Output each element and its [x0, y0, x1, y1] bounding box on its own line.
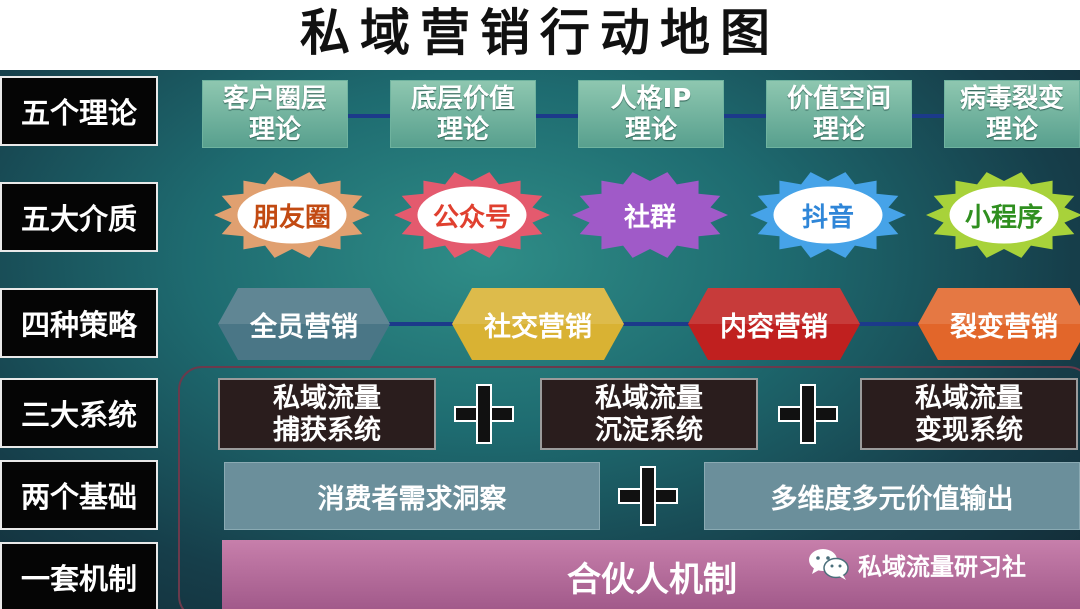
hexagon-fill [918, 288, 1080, 360]
star-badge-shape [394, 172, 550, 258]
star-badge-shape [926, 172, 1080, 258]
strategy-label: 内容营销 [720, 311, 828, 343]
hexagon-fill [688, 288, 860, 360]
star-badge-shape [750, 172, 906, 258]
strategy-hexagon: 全员营销 [218, 288, 390, 360]
star-center [770, 183, 886, 247]
strategy-label: 社交营销 [484, 311, 592, 343]
theory-line2: 理论 [985, 115, 1038, 145]
theory-line1: 客户圈层 [222, 84, 327, 114]
media-star: 小程序 [924, 170, 1080, 260]
star-center [592, 183, 708, 247]
theory-box: 人格IP 理论 [578, 80, 724, 148]
row-label-theories: 五个理论 [0, 76, 158, 146]
strategy-label: 裂变营销 [950, 311, 1058, 343]
strategy-hexagon: 裂变营销 [918, 288, 1080, 360]
star-badge-shape [572, 172, 728, 258]
star-badge-shape [214, 172, 370, 258]
hexagon-highlight [918, 288, 1080, 324]
star-center [414, 183, 530, 247]
hexagon-fill [218, 288, 390, 360]
theory-box: 病毒裂变 理论 [944, 80, 1080, 148]
theory-line1: 人格IP [610, 84, 692, 114]
row-label-foundations: 两个基础 [0, 460, 158, 530]
media-star: 公众号 [392, 170, 552, 260]
system-line1: 私域流量 [595, 383, 703, 414]
system-line1: 私域流量 [915, 383, 1023, 414]
wechat-icon [808, 547, 850, 581]
watermark-text: 私域流量研习社 [858, 552, 1026, 581]
system-box: 私域流量 捕获系统 [218, 378, 436, 450]
systems-frame [178, 366, 1080, 609]
hexagon-shape [918, 288, 1080, 360]
media-label: 朋友圈 [252, 202, 331, 233]
media-star: 社群 [570, 170, 730, 260]
system-box: 私域流量 变现系统 [860, 378, 1078, 450]
diagram-canvas: 五个理论 五大介质 四种策略 三大系统 两个基础 一套机制 客户圈层 理论 底层… [0, 70, 1080, 609]
row-label-strategies: 四种策略 [0, 288, 158, 358]
theory-line2: 理论 [624, 115, 677, 145]
row-label-media: 五大介质 [0, 182, 158, 252]
strategy-hexagon: 内容营销 [688, 288, 860, 360]
media-label: 公众号 [432, 202, 511, 233]
hexagon-fill [452, 288, 624, 360]
media-star: 朋友圈 [212, 170, 372, 260]
watermark: 私域流量研习社 [808, 544, 1026, 584]
theory-line2: 理论 [248, 115, 301, 145]
hexagon-highlight [688, 288, 860, 324]
hexagon-shape [688, 288, 860, 360]
theory-box: 客户圈层 理论 [202, 80, 348, 148]
row-label-mechanism: 一套机制 [0, 542, 158, 609]
plus-icon [454, 384, 514, 444]
theory-line1: 价值空间 [786, 84, 891, 114]
theory-line1: 病毒裂变 [959, 84, 1064, 114]
system-box: 私域流量 沉淀系统 [540, 378, 758, 450]
page-title: 私域营销行动地图 [0, 0, 1080, 70]
row-label-systems: 三大系统 [0, 378, 158, 448]
theory-box: 底层价值 理论 [390, 80, 536, 148]
theory-line2: 理论 [812, 115, 865, 145]
system-line2: 捕获系统 [273, 415, 381, 446]
strategy-hexagon: 社交营销 [452, 288, 624, 360]
media-label: 社群 [623, 202, 676, 233]
plus-icon [778, 384, 838, 444]
theory-box: 价值空间 理论 [766, 80, 912, 148]
plus-icon [618, 466, 678, 526]
hexagon-shape [452, 288, 624, 360]
star-center [946, 183, 1062, 247]
foundation-box: 多维度多元价值输出 [704, 462, 1080, 530]
theory-line1: 底层价值 [410, 84, 515, 114]
foundation-box: 消费者需求洞察 [224, 462, 600, 530]
media-star: 抖音 [748, 170, 908, 260]
system-line1: 私域流量 [273, 383, 381, 414]
hexagon-shape [218, 288, 390, 360]
strategy-label: 全员营销 [250, 311, 358, 343]
hexagon-highlight [452, 288, 624, 324]
media-label: 小程序 [964, 202, 1043, 233]
media-label: 抖音 [801, 202, 854, 233]
mechanism-bar: 合伙人机制 [222, 540, 1080, 609]
star-center [234, 183, 350, 247]
hexagon-highlight [218, 288, 390, 324]
system-line2: 沉淀系统 [595, 415, 703, 446]
theory-line2: 理论 [436, 115, 489, 145]
system-line2: 变现系统 [915, 415, 1023, 446]
